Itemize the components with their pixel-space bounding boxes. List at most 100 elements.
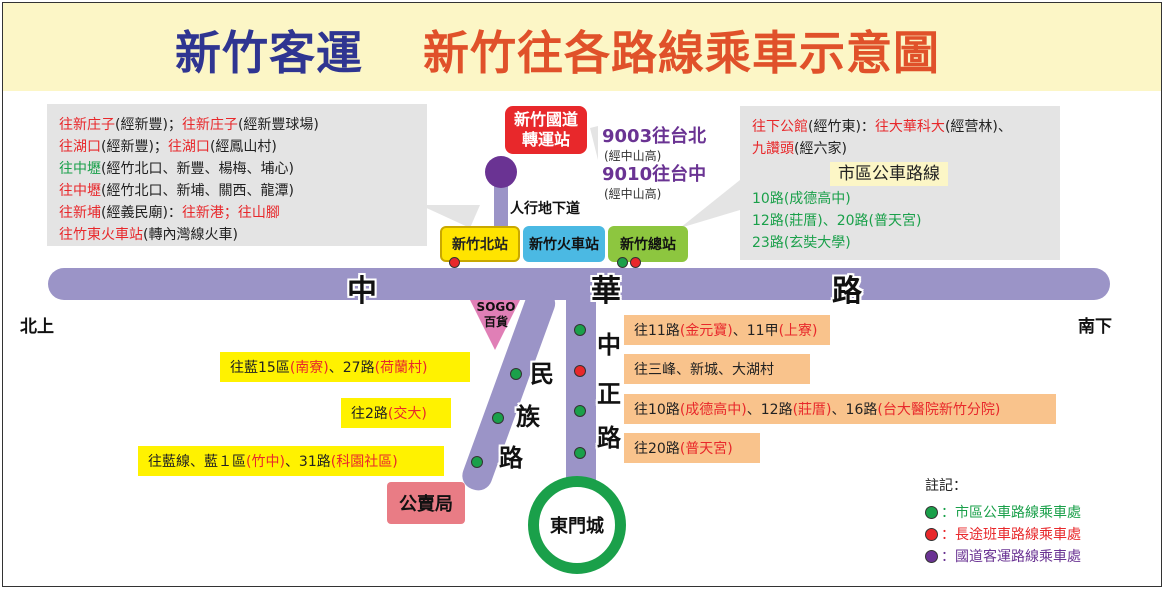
route-9003-via: (經中山高) — [604, 149, 662, 163]
route-segment: (交大) — [387, 406, 427, 422]
direction-north: 北上 — [20, 317, 54, 337]
route-segment: (經六家) — [794, 141, 847, 157]
transfer-station-line1: 新竹國道 — [513, 110, 578, 129]
road-label-min: 民 — [530, 360, 554, 388]
legend-title: 註記： — [925, 478, 967, 494]
road-label-zhong2: 中 — [597, 331, 621, 359]
stop-green-minzu — [510, 368, 522, 380]
tobacco-bureau: 公賣局 — [387, 482, 465, 524]
route-segment: 、11甲 — [732, 323, 779, 339]
route-segment: (經義民廟)： — [101, 205, 182, 221]
route-segment: 往藍15區 — [230, 360, 290, 376]
east-gate-label: 東門城 — [550, 516, 604, 537]
route-segment: (經竹北口、新豐、楊梅、埔心) — [101, 161, 294, 177]
east-gate-circle: 東門城 — [528, 476, 626, 574]
route-segment: (金元寶) — [679, 323, 733, 339]
road-label-zu: 族 — [516, 403, 540, 431]
route-segment: 往下公館 — [752, 119, 808, 135]
route-line: 往中壢(經竹北口、新豐、楊梅、埔心) — [59, 158, 427, 180]
sogo-label-line2: 百貨 — [483, 315, 508, 329]
road-label-zheng: 正 — [597, 380, 621, 408]
station-train-label: 新竹火車站 — [529, 237, 599, 253]
route-segment: 、31路 — [284, 454, 331, 470]
road-label-hua: 華 — [591, 274, 621, 309]
route-segment: (竹中) — [246, 454, 285, 470]
minzu-route-tag: 往藍線、藍１區(竹中)、31路(科園社區) — [138, 446, 444, 476]
route-segment: 往湖口 — [59, 139, 101, 155]
station-north-label: 新竹北站 — [452, 237, 508, 253]
legend-green-dot — [925, 506, 938, 519]
city-route-12-20: 12路(莊厝)、20路(普天宮) — [752, 213, 922, 229]
zhongzheng-route-tag: 往20路(普天宮) — [624, 433, 760, 463]
city-routes-header: 市區公車路線 — [830, 162, 948, 186]
route-9010-via: (經中山高) — [604, 187, 662, 201]
route-segment: 往2路 — [351, 406, 388, 422]
legend-red-dot — [925, 528, 938, 541]
legend-item-city: ：市區公車路線乘車處 — [925, 502, 1081, 524]
route-segment: (荷蘭村) — [374, 360, 428, 376]
route-segment: (經营林)、 — [944, 119, 1012, 135]
route-segment: 往新港；往山腳 — [181, 205, 280, 221]
route-segment: 往10路 — [634, 402, 680, 418]
route-9010: 9010往台中 — [602, 164, 707, 185]
legend-purple-dot — [925, 550, 938, 563]
sogo-marker — [470, 300, 520, 350]
route-segment: 往新庄子 — [181, 117, 238, 133]
stop-green-main-station — [617, 257, 628, 268]
route-segment: (南寮) — [289, 360, 329, 376]
stop-green-zhongzheng — [574, 324, 586, 336]
zhongzheng-route-tag: 往11路(金元寶)、11甲(上寮) — [624, 315, 830, 345]
route-segment: 、16路 — [831, 402, 878, 418]
road-label-lu2: 路 — [499, 444, 523, 472]
minzu-route-tag: 往2路(交大) — [341, 398, 451, 428]
road-label-lu: 路 — [832, 274, 862, 309]
title-banner: 新竹客運 新竹往各路線乘車示意圖 — [3, 3, 1161, 91]
route-segment: (經竹東)： — [808, 119, 875, 135]
route-segment: (成德高中) — [679, 402, 747, 418]
route-line: 往新埔(經義民廟)：往新港；往山腳 — [59, 202, 427, 224]
national-routes: 9003往台北 (經中山高) 9010往台中 (經中山高) — [602, 126, 706, 202]
underpass-connector — [494, 182, 508, 232]
route-segment: 往新埔 — [59, 205, 101, 221]
sogo-label: SOGO 百貨 — [473, 300, 519, 330]
station-hsinchu-north: 新竹北站 — [440, 226, 520, 262]
route-line: 往竹東火車站(轉內灣線火車) — [59, 224, 427, 246]
stop-green-zhongzheng — [574, 405, 586, 417]
transfer-station-line2: 轉運站 — [521, 130, 570, 149]
route-segment: (科園社區) — [330, 454, 398, 470]
route-segment: 、27路 — [328, 360, 375, 376]
route-segment: 九讚頭 — [752, 141, 794, 157]
station-main-label: 新竹總站 — [620, 237, 676, 253]
legend-item-long: ：長途班車路線乘車處 — [925, 524, 1081, 546]
route-line: 往新庄子(經新豐)；往新庄子(經新豐球場) — [59, 114, 427, 136]
city-route-23: 23路(玄奘大學) — [752, 235, 851, 251]
route-segment: 往大華科大 — [874, 119, 945, 135]
road-zhongzheng — [566, 278, 596, 493]
city-route-10: 10路(成德高中) — [752, 191, 851, 207]
stop-red-main-station — [630, 257, 641, 268]
route-segment: 往20路 — [634, 441, 680, 457]
map-title: 新竹往各路線乘車示意圖 — [423, 26, 940, 80]
stop-red-north-station — [449, 257, 460, 268]
zhongzheng-route-tag: 往三峰、新城、大湖村 — [624, 354, 810, 384]
route-segment: 往竹東火車站 — [59, 227, 143, 243]
route-segment: 往中壢 — [59, 161, 101, 177]
station-hsinchu-train: 新竹火車站 — [523, 226, 605, 262]
route-line: 往湖口(經新豐)；往湖口(經鳳山村) — [59, 136, 427, 158]
route-segment: (台大醫院新竹分院) — [877, 402, 1001, 418]
route-segment: 、12路 — [746, 402, 793, 418]
route-segment: 往中壢 — [59, 183, 101, 199]
route-segment: (經新豐)； — [101, 139, 168, 155]
company-name: 新竹客運 — [175, 26, 363, 80]
route-segment: (經新豐球場) — [237, 117, 319, 133]
stop-green-minzu — [471, 456, 483, 468]
city-routes-box: 往下公館(經竹東)：往大華科大(經营林)、九讚頭(經六家) 市區公車路線 10路… — [740, 106, 1060, 260]
legend-city-label: ：市區公車路線乘車處 — [941, 505, 1081, 521]
legend-national-label: ：國道客運路線乘車處 — [941, 549, 1081, 565]
zhongzheng-route-tag: 往10路(成德高中)、12路(莊厝)、16路(台大醫院新竹分院) — [624, 394, 1056, 424]
route-segment: (上寮) — [778, 323, 818, 339]
minzu-route-tag: 往藍15區(南寮)、27路(荷蘭村) — [220, 352, 470, 382]
station-hsinchu-main: 新竹總站 — [608, 226, 688, 262]
road-label-zhong: 中 — [347, 274, 377, 309]
